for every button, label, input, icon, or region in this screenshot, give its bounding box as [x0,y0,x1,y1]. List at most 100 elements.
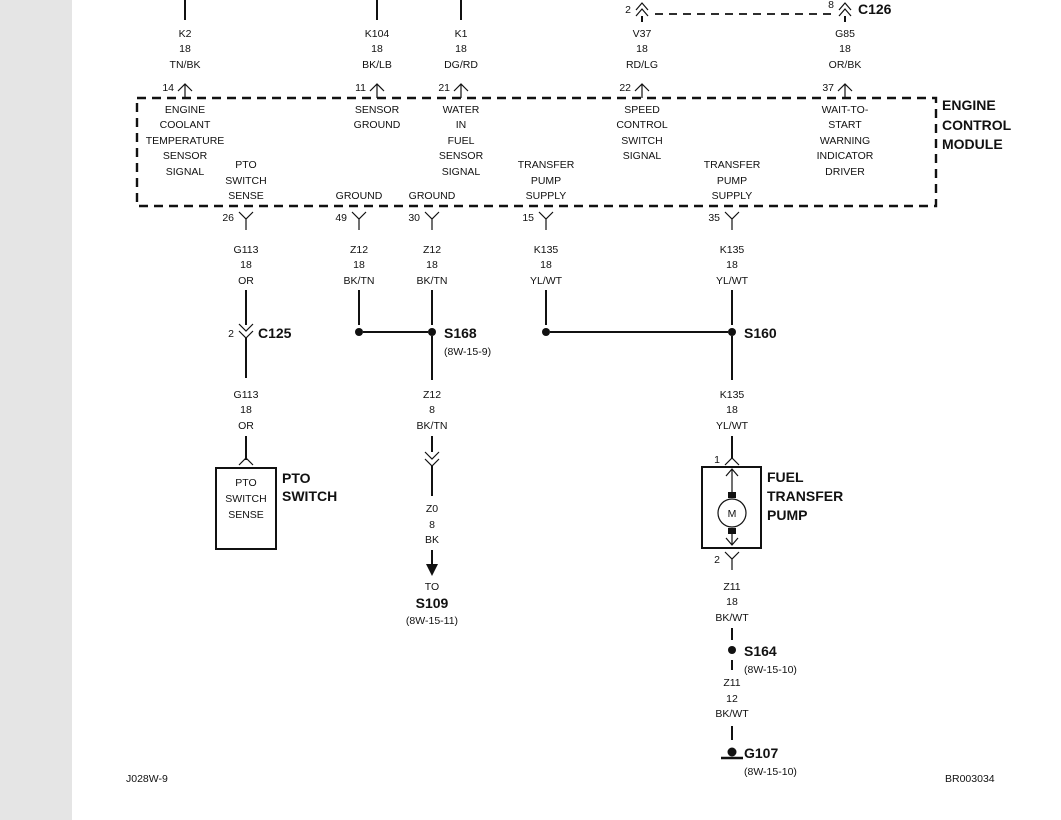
wire-circuit: K104 [365,28,390,40]
label-line: TRANSFER [518,159,575,171]
fuel-transfer-pump: M FUEL TRANSFER PUMP [701,466,843,549]
wire-z12-pin30: Z12 18 BK/TN [417,244,448,325]
c126-pin-right: 8 [828,0,834,11]
engine-control-module: ENGINE CONTROL MODULE ENGINE COOLANT TEM… [135,96,1012,208]
wire-color: OR [238,420,254,432]
c125-label: C125 [258,325,292,341]
label-line: IN [456,119,467,131]
wire-gauge: 18 [179,43,191,55]
pin-number: 14 [162,82,174,94]
ecm-label-coolant-temp: ENGINE COOLANT TEMPERATURE SENSOR SIGNAL [146,104,225,178]
s164-ref: (8W-15-10) [744,664,797,676]
connector-c126: 2 8 C126 [625,0,892,17]
wire-gauge: 12 [726,693,738,705]
wire-color: YL/WT [716,420,749,432]
wire-circuit: K1 [455,28,468,40]
ecm-label-transfer-pump-supply-35: TRANSFER PUMP SUPPLY [704,159,761,202]
label-line: SENSOR [439,150,484,162]
wire-circuit: K135 [534,244,559,256]
wire-circuit: Z12 [423,389,441,401]
wire-circuit: Z11 [723,581,740,593]
pto-switch-label: SWITCH [225,493,266,505]
wire-circuit: K135 [720,389,745,401]
s160-label: S160 [744,325,777,341]
pin-number: 37 [822,82,834,94]
wire-circuit: K135 [720,244,745,256]
s168-label: S168 [444,325,477,341]
wire-circuit: G85 [835,28,855,40]
splice-s168: S168 (8W-15-9) [355,325,491,380]
wire-color: RD/LG [626,59,658,71]
wire-gauge: 18 [636,43,648,55]
wire-color: DG/RD [444,59,478,71]
wire-color: YL/WT [530,275,563,287]
wire-color: BK/TN [417,275,448,287]
label-line: PTO [235,159,256,171]
wire-g85: G85 18 OR/BK [829,16,862,71]
wire-k1: K1 18 DG/RD [444,0,478,71]
label-line: TEMPERATURE [146,135,225,147]
label-line: INDICATOR [817,150,874,162]
ecm-top-pins: 14 11 21 22 37 [162,82,853,98]
label-line: SENSOR [163,150,208,162]
wire-color: OR/BK [829,59,862,71]
wire-k135-pump: K135 18 YL/WT 1 [714,389,748,466]
s109-label: S109 [416,595,449,611]
wire-gauge: 18 [426,259,438,271]
pin-number: 21 [438,82,450,94]
wire-circuit: K2 [179,28,192,40]
ecm-bottom-pins: 26 49 30 15 35 [222,211,740,230]
wire-z12-8: Z12 8 BK/TN [417,389,448,496]
pump-title: TRANSFER [767,488,843,504]
label-line: SENSE [228,190,264,202]
ecm-title-line: CONTROL [942,117,1012,133]
label-line: ENGINE [165,104,205,116]
label-line: DRIVER [825,166,865,178]
left-margin-bar [0,0,72,820]
footer-left-code: J028W-9 [126,773,168,785]
wire-gauge: 18 [726,596,738,608]
pump-pin-top: 1 [714,454,720,466]
motor-icon [717,498,747,528]
c126-label: C126 [858,1,892,17]
wire-color: BK [425,534,439,546]
pin-number: 26 [222,212,234,224]
label-line: SWITCH [621,135,662,147]
label-line: SUPPLY [526,190,567,202]
pto-switch-label: PTO [235,477,256,489]
g107-label: G107 [744,745,778,761]
wire-gauge: 8 [429,404,435,416]
wire-gauge: 18 [839,43,851,55]
wire-circuit: V37 [633,28,652,40]
label-line: SIGNAL [623,150,662,162]
pin-number: 49 [335,212,347,224]
pin-number: 30 [408,212,420,224]
wire-k104: K104 18 BK/LB [362,0,392,71]
wire-gauge: 18 [240,259,252,271]
label-line: COOLANT [160,119,211,131]
splice-s164: S164 (8W-15-10) [728,643,797,676]
c125-pin: 2 [228,328,234,340]
label-line: SIGNAL [442,166,481,178]
ground-g107: G107 (8W-15-10) [721,745,797,778]
wire-v37: V37 18 RD/LG [626,16,658,71]
label-line: WARNING [820,135,870,147]
wire-color: BK/LB [362,59,392,71]
ecm-label-ground-30: GROUND [409,190,456,202]
label-line: SUPPLY [712,190,753,202]
ecm-label-pto-switch-sense: PTO SWITCH SENSE [225,159,266,202]
wire-color: BK/TN [417,420,448,432]
wire-k135-pin15: K135 18 YL/WT [530,244,563,325]
wire-gauge: 18 [726,259,738,271]
wire-z11-12: Z11 12 BK/WT [715,677,749,740]
splice-s160: S160 [542,325,777,380]
wire-gauge: 18 [353,259,365,271]
wire-color: BK/WT [715,708,749,720]
pin-number: 15 [522,212,534,224]
wire-gauge: 18 [371,43,383,55]
label-line: FUEL [448,135,475,147]
ecm-label-sensor-ground: SENSOR GROUND [354,104,401,131]
s109-ref: (8W-15-11) [406,615,458,627]
label-line: GROUND [354,119,401,131]
wire-z0: Z0 8 BK TO S109 (8W-15-11) [406,503,458,627]
